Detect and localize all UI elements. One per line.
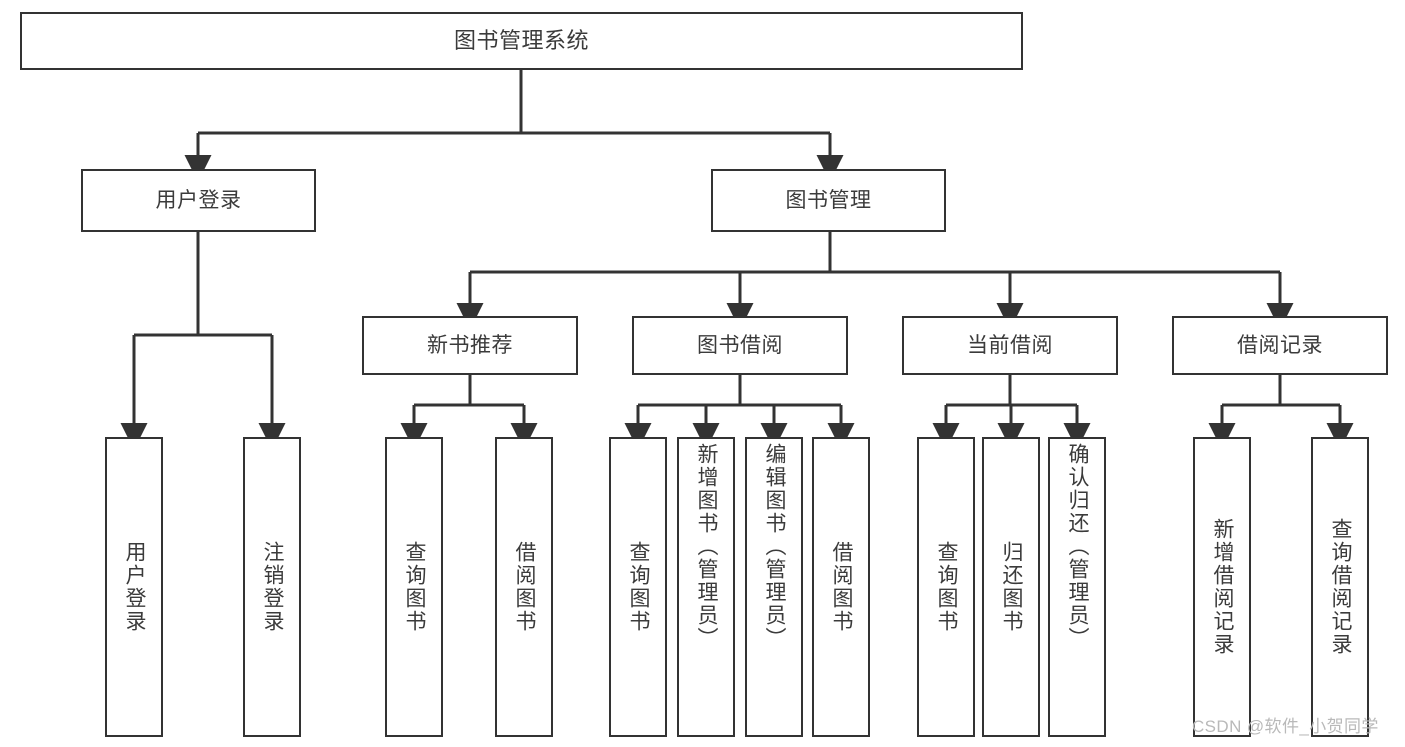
node-label: 查询借阅记录	[1329, 518, 1353, 656]
leaf-current-borrow-confirm-return-admin[interactable]: 确认归还（管理员）	[1048, 437, 1106, 737]
node-current-borrow[interactable]: 当前借阅	[902, 316, 1118, 375]
node-label: 新增借阅记录	[1211, 518, 1235, 656]
node-book-management[interactable]: 图书管理	[711, 169, 946, 232]
node-label: 新增图书（管理员）	[695, 443, 719, 650]
node-label: 查询图书	[935, 541, 959, 633]
leaf-new-book-query-book[interactable]: 查询图书	[385, 437, 443, 737]
node-label: 图书管理	[785, 188, 872, 212]
leaf-user-login-login[interactable]: 用户登录	[105, 437, 163, 737]
leaf-book-borrow-borrow-book[interactable]: 借阅图书	[812, 437, 870, 737]
leaf-borrow-record-query-record[interactable]: 查询借阅记录	[1311, 437, 1369, 737]
node-label: 查询图书	[403, 541, 427, 633]
node-borrow-record[interactable]: 借阅记录	[1172, 316, 1388, 375]
node-label: 图书管理系统	[453, 27, 589, 53]
node-label: 借阅图书	[830, 541, 854, 633]
node-label: 新书推荐	[427, 333, 513, 357]
node-label: 借阅图书	[513, 541, 537, 633]
node-label: 注销登录	[261, 541, 285, 633]
node-label: 用户登录	[123, 541, 147, 633]
leaf-book-borrow-edit-book-admin[interactable]: 编辑图书（管理员）	[745, 437, 803, 737]
leaf-current-borrow-return-book[interactable]: 归还图书	[982, 437, 1040, 737]
leaf-new-book-borrow-book[interactable]: 借阅图书	[495, 437, 553, 737]
node-root-book-management-system[interactable]: 图书管理系统	[20, 12, 1023, 70]
node-label: 借阅记录	[1237, 333, 1323, 357]
node-user-login[interactable]: 用户登录	[81, 169, 316, 232]
node-label: 编辑图书（管理员）	[763, 443, 787, 650]
leaf-book-borrow-add-book-admin[interactable]: 新增图书（管理员）	[677, 437, 735, 737]
node-label: 归还图书	[1000, 541, 1024, 633]
node-label: 当前借阅	[967, 333, 1053, 357]
node-book-borrow[interactable]: 图书借阅	[632, 316, 848, 375]
leaf-current-borrow-query-book[interactable]: 查询图书	[917, 437, 975, 737]
node-label: 查询图书	[627, 541, 651, 633]
node-label: 用户登录	[155, 188, 242, 212]
leaf-borrow-record-add-record[interactable]: 新增借阅记录	[1193, 437, 1251, 737]
node-label: 图书借阅	[697, 333, 783, 357]
leaf-book-borrow-query-book[interactable]: 查询图书	[609, 437, 667, 737]
watermark-text: CSDN @软件_小贺同学	[1192, 717, 1379, 736]
leaf-user-login-logout[interactable]: 注销登录	[243, 437, 301, 737]
node-new-book-recommend[interactable]: 新书推荐	[362, 316, 578, 375]
node-label: 确认归还（管理员）	[1066, 443, 1090, 650]
